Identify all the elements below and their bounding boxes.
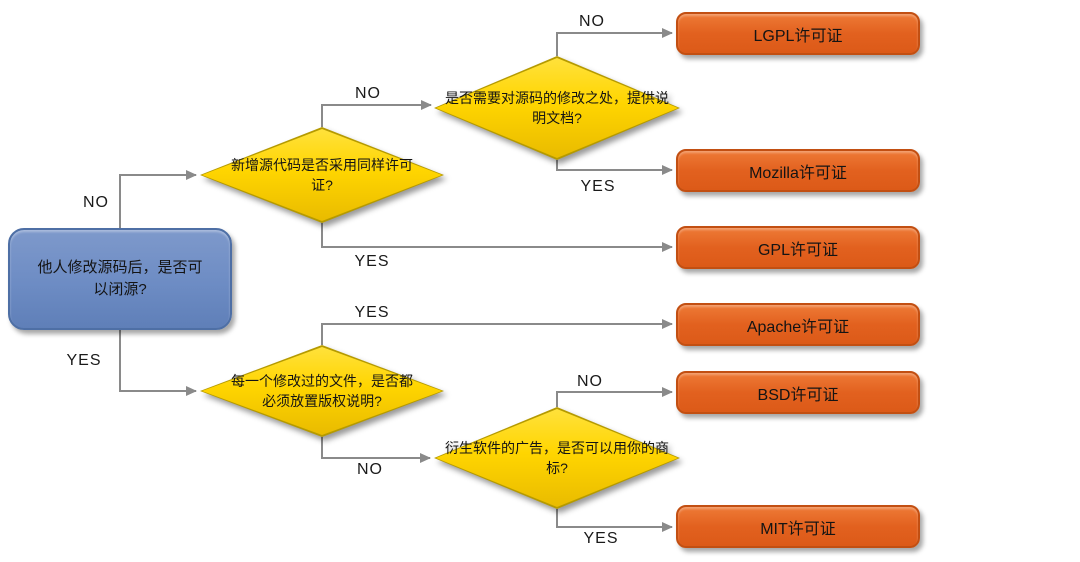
decision-label: 衍生软件的广告，是否可以用你的商标? (445, 439, 669, 476)
edge-trademark-ads-no (556, 387, 673, 407)
edge-docs-required-no (556, 28, 673, 56)
edge-label-yes: YES (354, 253, 390, 270)
edge-copyright-notice-yes (321, 319, 673, 345)
result-gpl-license: GPL许可证 (676, 226, 920, 269)
edge-label-yes: YES (583, 530, 619, 547)
edge-label-no: NO (83, 194, 109, 211)
start-node-close-source-question: 他人修改源码后，是否可以闭源? (8, 228, 232, 330)
edge-docs-required-yes (556, 160, 673, 175)
result-apache-license: Apache许可证 (676, 303, 920, 346)
edge-same-license-no (321, 100, 432, 127)
edge-same-license-yes (321, 223, 673, 252)
result-mozilla-license: Mozilla许可证 (676, 149, 920, 192)
decision-same-license: 新增源代码是否采用同样许可证? (200, 127, 444, 223)
result-bsd-license: BSD许可证 (676, 371, 920, 414)
decision-copyright-notice: 每一个修改过的文件，是否都必须放置版权说明? (200, 345, 444, 437)
decision-label: 每一个修改过的文件，是否都必须放置版权说明? (231, 372, 413, 409)
result-lgpl-license: LGPL许可证 (676, 12, 920, 55)
decision-label: 是否需要对源码的修改之处，提供说明文档? (445, 89, 669, 126)
edge-label-no: NO (579, 13, 605, 30)
decision-trademark-ads: 衍生软件的广告，是否可以用你的商标? (434, 407, 680, 509)
edge-start-no (119, 170, 197, 228)
edge-label-no: NO (357, 461, 383, 478)
edge-label-yes: YES (354, 304, 390, 321)
edge-trademark-ads-yes (556, 509, 673, 532)
decision-label: 新增源代码是否采用同样许可证? (231, 156, 413, 193)
edge-label-yes: YES (580, 178, 616, 195)
edge-label-yes: YES (66, 352, 102, 369)
edge-start-yes (119, 330, 197, 396)
result-mit-license: MIT许可证 (676, 505, 920, 548)
edge-label-no: NO (355, 85, 381, 102)
edge-label-no: NO (577, 373, 603, 390)
edge-copyright-notice-no (321, 437, 431, 463)
decision-docs-required: 是否需要对源码的修改之处，提供说明文档? (434, 56, 680, 160)
